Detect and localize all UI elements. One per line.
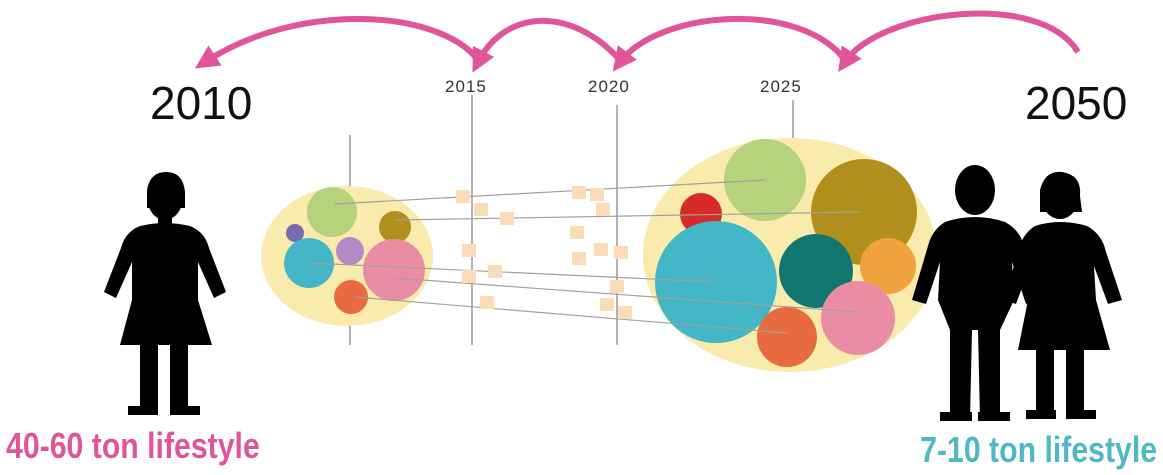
connector-box [596,203,610,216]
bubble [821,281,895,355]
connector-lines [309,179,861,334]
curved-arrow-icon [472,17,623,73]
connector-box [474,203,488,216]
connector-line [354,296,788,334]
connector-line [334,179,766,205]
couple-silhouette-icon [912,165,1122,421]
connector-box [480,296,494,309]
bubble [286,224,304,242]
connector-box [462,244,476,257]
end-year-label: 2050 [1025,77,1128,129]
current-lifestyle-label: 40-60 ton lifestyle [6,425,260,466]
connector-box [570,226,584,239]
connector-box [590,188,604,201]
bubble [307,187,357,237]
connector-box [488,265,502,278]
target-lifestyle-label: 7-10 ton lifestyle [920,429,1157,470]
curved-arrow-icon [194,16,481,69]
connector-line [394,211,861,221]
bubble [860,238,916,294]
milestone-label: 2025 [760,77,802,96]
connector-box [572,186,586,199]
bubble [363,239,425,301]
right-bubbles [655,139,917,367]
curved-arrow-icon [838,10,1081,72]
connector-box [618,306,632,319]
connector-box [594,243,608,256]
milestone-label: 2020 [588,77,630,96]
curved-arrows [194,10,1081,73]
connector-box [614,246,628,259]
bubble [334,280,368,314]
bubble [284,238,334,288]
connector-box [600,298,614,311]
start-year-label: 2010 [150,77,253,129]
connector-box [610,280,624,293]
left-bubbles [284,187,425,314]
connector-box [456,190,470,203]
connector-box [572,252,586,265]
woman-silhouette-icon [104,172,226,415]
bubble [379,211,411,243]
connector-box [462,270,476,283]
connector-box [500,212,514,225]
connector-line [309,262,717,283]
curved-arrow-icon [612,15,848,72]
milestone-label: 2015 [445,77,487,96]
connector-line [394,277,859,313]
bubble [336,237,364,265]
connector-boxes [456,186,632,319]
bubble [757,307,817,367]
